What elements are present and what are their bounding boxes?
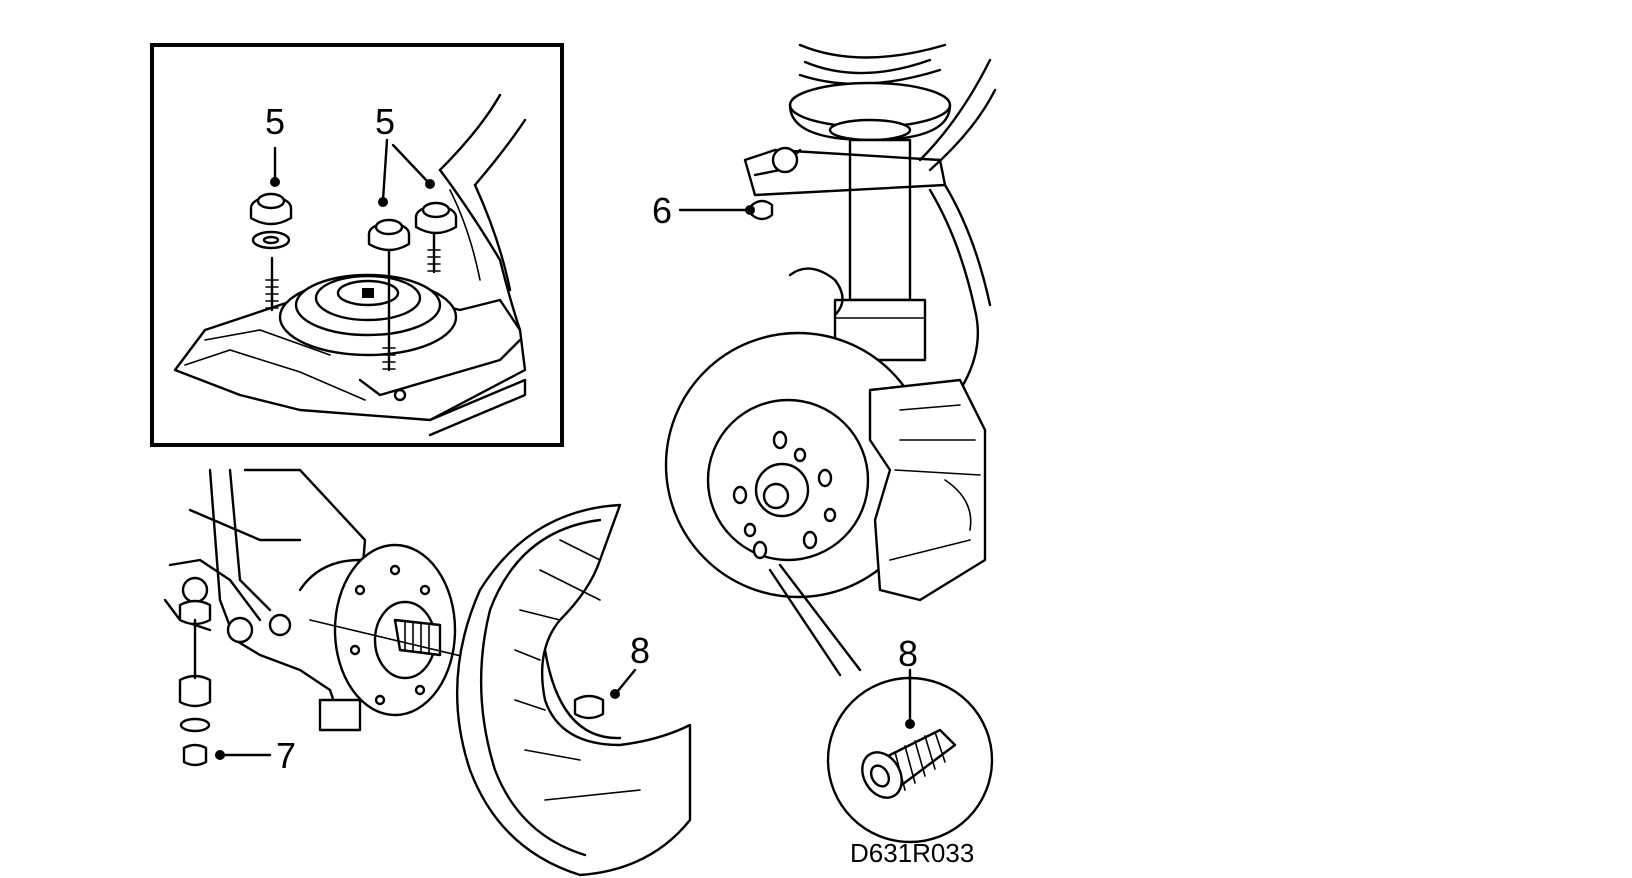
- nut-center: [367, 218, 411, 252]
- drawing-code: D631R033: [850, 838, 974, 868]
- callout-8-detail: 8: [898, 633, 918, 674]
- steering-knuckle-assembly: 7: [163, 468, 521, 776]
- nut-right: [414, 201, 458, 235]
- leader-dot: [270, 177, 280, 187]
- stud-center: [382, 243, 396, 372]
- washer-left: [251, 230, 291, 250]
- disc-bolt-holes: [732, 430, 837, 560]
- callout-5-left: 5: [265, 101, 285, 142]
- callout-8-shield: 8: [630, 630, 650, 671]
- nut-left: [249, 192, 293, 226]
- guide-bolt-detail: 8: [826, 633, 994, 844]
- strut-and-disc-assembly: 6: [652, 43, 997, 677]
- callout-6: 6: [652, 190, 672, 231]
- strut-mount-inset: 5 5: [150, 43, 564, 447]
- inset-frame: [150, 43, 564, 447]
- leader-dot: [425, 179, 435, 189]
- leader-dot: [378, 197, 388, 207]
- callout-7: 7: [276, 735, 296, 776]
- splash-shield: 8: [455, 503, 692, 877]
- callout-5-right: 5: [375, 101, 395, 142]
- stud-left: [265, 256, 279, 312]
